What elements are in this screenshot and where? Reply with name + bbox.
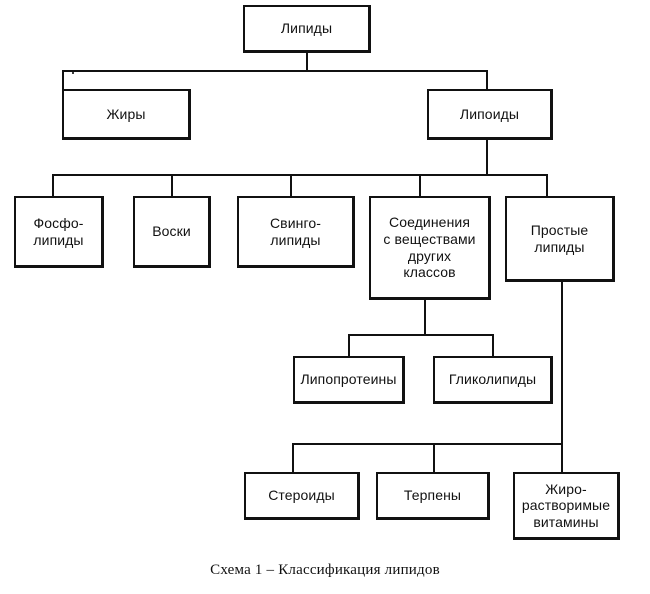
node-sphingolipids-label: Свинго- липиды [269,214,322,248]
node-terpenes-label: Терпены [403,487,462,504]
node-compounds-other-classes-label: Соединения с веществами других классов [383,214,476,281]
connector-bus-row5 [292,443,563,445]
node-phospholipids[interactable]: Фосфо- липиды [14,196,104,268]
node-fats-label: Жиры [106,105,146,122]
connector-lipoids-down [486,140,488,175]
connector-bus-to-steroids [292,443,294,472]
connector-bus-row4 [348,334,494,336]
diagram-caption: Схема 1 – Классификация липидов [210,562,440,578]
node-terpenes[interactable]: Терпены [376,472,490,520]
connector-bus-to-terpenes [433,443,435,472]
node-glycolipids-label: Гликолипиды [448,371,537,388]
connector-bus-to-lipoids [486,70,488,90]
connector-bus-to-phospholipids [52,174,54,196]
node-simple-lipids[interactable]: Простые липиды [505,196,615,282]
connector-bus-to-glycolipids [492,334,494,356]
connector-bus-to-waxes [171,174,173,196]
node-lipoids[interactable]: Липоиды [427,89,553,140]
node-lipoproteins-label: Липопротеины [300,371,397,388]
node-lipoids-label: Липоиды [459,105,520,122]
connector-bus-row3 [52,174,548,176]
node-waxes-label: Воски [152,223,191,240]
node-steroids[interactable]: Стероиды [244,472,360,520]
scan-artifact-speck [72,72,74,74]
node-steroids-label: Стероиды [268,487,335,504]
node-waxes[interactable]: Воски [133,196,211,268]
connector-bus-to-fats [62,70,64,90]
connector-compounds-down [424,300,426,336]
node-glycolipids[interactable]: Гликолипиды [433,356,553,404]
node-fat-soluble-vitamins[interactable]: Жиро- растворимые витамины [513,472,620,540]
connector-bus-to-vitamins [561,443,563,472]
node-lipoproteins[interactable]: Липопротеины [293,356,405,404]
node-lipids[interactable]: Липиды [243,5,371,53]
connector-simple-lipids-down [561,282,563,445]
node-fats[interactable]: Жиры [62,89,191,140]
connector-bus-to-simple-lipids [546,174,548,196]
connector-root-down [306,52,308,71]
node-simple-lipids-label: Простые липиды [530,221,589,255]
node-lipids-label: Липиды [280,20,333,37]
connector-bus-row2 [62,70,488,72]
connector-bus-to-lipoproteins [348,334,350,356]
node-phospholipids-label: Фосфо- липиды [33,214,84,248]
connector-bus-to-sphingolipids [290,174,292,196]
node-fat-soluble-vitamins-label: Жиро- растворимые витамины [521,480,611,530]
connector-bus-to-compounds [419,174,421,196]
node-compounds-other-classes[interactable]: Соединения с веществами других классов [369,196,491,300]
node-sphingolipids[interactable]: Свинго- липиды [237,196,355,268]
